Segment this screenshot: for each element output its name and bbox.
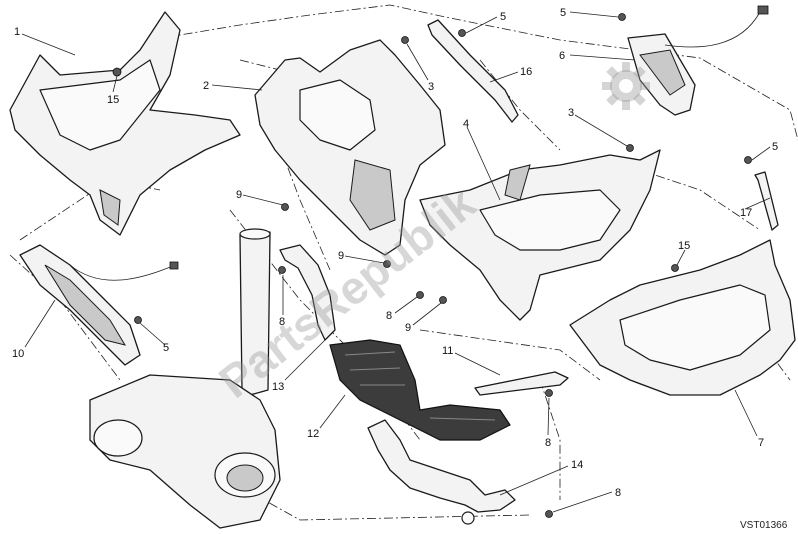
- part-air-duct: [254, 39, 446, 256]
- gear-icon: [602, 62, 650, 110]
- callout-3: 3: [428, 81, 434, 93]
- callout-8: 8: [545, 437, 551, 449]
- part-rubber-boot: [329, 339, 511, 441]
- part-light-unit: [627, 5, 769, 116]
- leader-lines: [21, 11, 771, 513]
- callout-5: 5: [163, 342, 169, 354]
- fasteners: [112, 13, 752, 518]
- callout-8: 8: [386, 310, 392, 322]
- part-left-fairing-panel: [9, 11, 241, 236]
- callout-8: 8: [279, 316, 285, 328]
- callout-17: 17: [740, 207, 752, 219]
- callout-9: 9: [338, 250, 344, 262]
- callout-11: 11: [442, 345, 453, 357]
- callout-10: 10: [12, 348, 24, 360]
- part-bracket-16: [427, 19, 519, 123]
- callout-3: 3: [568, 107, 574, 119]
- part-inner-duct: [419, 149, 661, 321]
- callout-15: 15: [107, 94, 119, 106]
- callout-14: 14: [571, 459, 583, 471]
- part-rod-11: [474, 371, 569, 396]
- callout-5: 5: [560, 7, 566, 19]
- callout-13: 13: [272, 381, 284, 393]
- callout-2: 2: [203, 80, 209, 92]
- callout-5: 5: [500, 11, 506, 23]
- part-bracket-14: [367, 419, 516, 525]
- callout-4: 4: [463, 118, 469, 130]
- part-right-fairing-panel: [569, 239, 796, 396]
- callout-15: 15: [678, 240, 690, 252]
- callout-16: 16: [520, 66, 532, 78]
- part-bracket-17: [754, 171, 779, 231]
- part-steering-stem: [89, 228, 281, 529]
- part-left-light-unit: [19, 244, 179, 366]
- callout-labels: 1 2 3 3 4 5 5 5 5 6 7 8 8 8 8 9 9 9 10 1…: [12, 7, 778, 499]
- callout-7: 7: [758, 437, 764, 449]
- callout-12: 12: [307, 428, 319, 440]
- drawing-code: VST01366: [740, 520, 788, 531]
- callout-6: 6: [559, 50, 565, 62]
- callout-9: 9: [405, 322, 411, 334]
- callout-8: 8: [615, 487, 621, 499]
- callout-1: 1: [14, 26, 20, 38]
- callout-5: 5: [772, 141, 778, 153]
- callout-9: 9: [236, 189, 242, 201]
